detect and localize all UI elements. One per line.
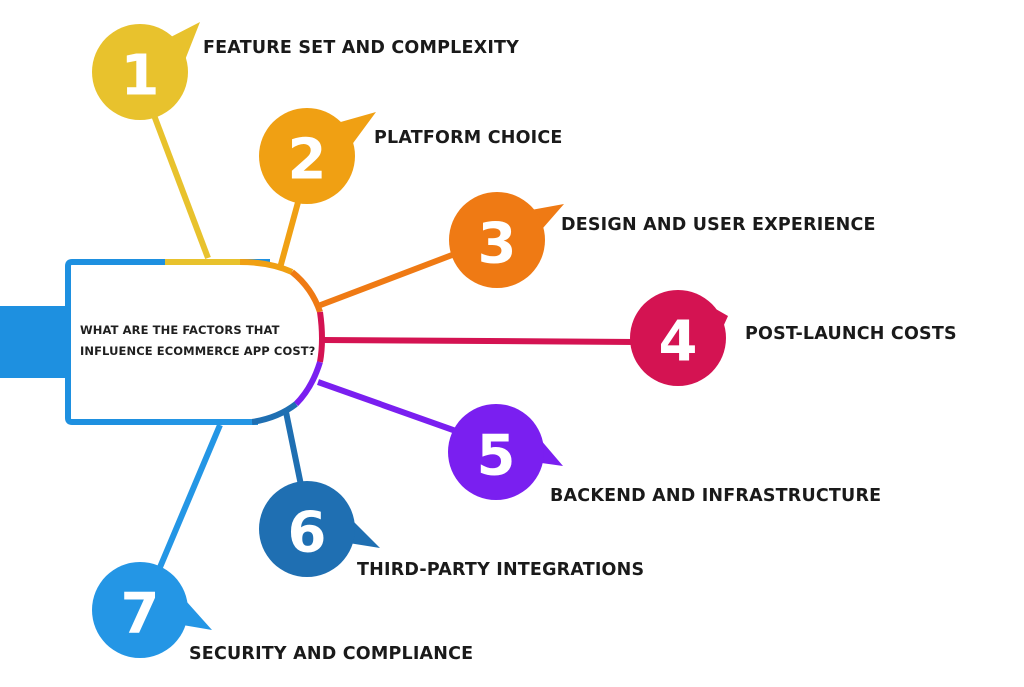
connector-line-1 — [149, 108, 211, 260]
factor-label-7: SECURITY AND COMPLIANCE — [189, 644, 474, 664]
connector-lines — [149, 108, 641, 574]
factor-label-5: BACKEND AND INFRASTRUCTURE — [550, 486, 882, 506]
left-connector-block — [0, 306, 70, 378]
factor-label-6: THIRD-PARTY INTEGRATIONS — [357, 560, 645, 580]
factor-label-3: DESIGN AND USER EXPERIENCE — [561, 215, 876, 235]
bubble-circle-6 — [259, 481, 355, 577]
factor-label-4: POST-LAUNCH COSTS — [745, 324, 957, 344]
factor-bubble-5: 5 — [448, 404, 563, 500]
bubble-circle-7 — [92, 562, 188, 658]
connector-line-7 — [155, 423, 223, 574]
bubble-number-4: 4 — [659, 310, 698, 375]
bubble-circle-5 — [448, 404, 544, 500]
connector-line-3 — [316, 249, 462, 309]
connector-line-2 — [277, 194, 303, 269]
factor-label-1: FEATURE SET AND COMPLEXITY — [203, 38, 520, 58]
bubble-number-1: 1 — [121, 44, 160, 109]
factor-label-2: PLATFORM CHOICE — [374, 128, 563, 148]
connector-line-6 — [283, 411, 305, 491]
bubble-circle-1 — [92, 24, 188, 120]
center-frame — [65, 259, 325, 425]
center-question: WHAT ARE THE FACTORS THAT INFLUENCE ECOM… — [80, 323, 316, 358]
factor-bubble-3: 3 — [449, 192, 564, 288]
factor-bubble-1: 1 — [92, 22, 200, 120]
factor-bubble-4: 4 — [630, 290, 728, 386]
connector-line-4 — [321, 337, 641, 345]
bubble-circle-2 — [259, 108, 355, 204]
bubble-circle-4 — [630, 290, 726, 386]
bubble-number-6: 6 — [288, 501, 327, 566]
factor-bubble-6: 6 — [259, 481, 380, 577]
bubble-number-3: 3 — [478, 212, 517, 277]
factor-bubble-7: 7 — [92, 562, 212, 658]
bubble-number-2: 2 — [288, 128, 327, 193]
factor-bubble-2: 2 — [259, 108, 376, 204]
bubble-number-7: 7 — [121, 582, 160, 647]
connector-line-5 — [316, 379, 472, 439]
bubble-circle-3 — [449, 192, 545, 288]
bubble-tail-1 — [165, 22, 200, 60]
bubble-number-5: 5 — [477, 424, 516, 489]
